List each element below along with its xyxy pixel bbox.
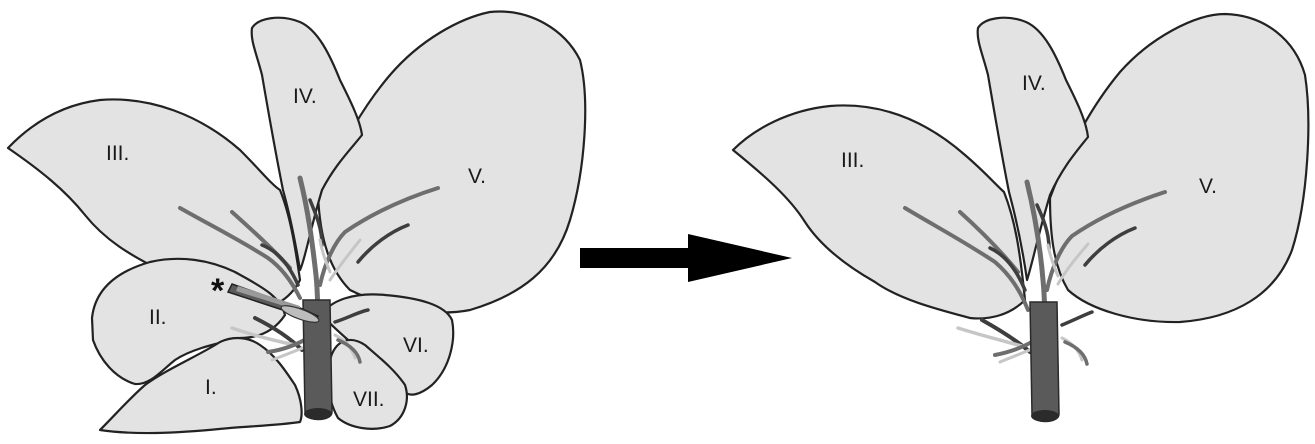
label-lobe-v: V. [468,165,486,188]
lobe-v-shape [316,10,587,314]
label-lobe-vi: VI. [403,334,429,357]
lobe-i-shape [98,336,303,435]
label-lobe-iii: III. [106,142,129,165]
panel-before: III. IV. V. II. I. VI. VII. * [6,10,587,435]
lobe-iv-shape [976,16,1090,282]
lobe-vii-shape [327,338,408,430]
lobe-iv-shape [250,16,364,272]
vena-cava [302,299,333,421]
lobe-iii-shape [6,98,302,314]
label-lobe-ii: II. [149,306,167,329]
label-lobe-iv: IV. [1022,72,1046,95]
vascular-clamp [226,283,320,323]
lobe-iii-shape [731,104,1027,320]
label-lobe-iv: IV. [293,85,317,108]
clamp-marker: * [211,272,225,310]
panel-after: III. IV. V. [731,12,1310,423]
lobe-v-shape [1048,12,1310,324]
label-lobe-i: I. [205,376,217,399]
label-lobe-v: V. [1199,175,1217,198]
label-lobe-vii: VII. [353,388,385,411]
label-lobe-iii: III. [841,149,864,172]
right-arrow-icon [580,234,792,282]
vena-cava [1029,301,1060,423]
